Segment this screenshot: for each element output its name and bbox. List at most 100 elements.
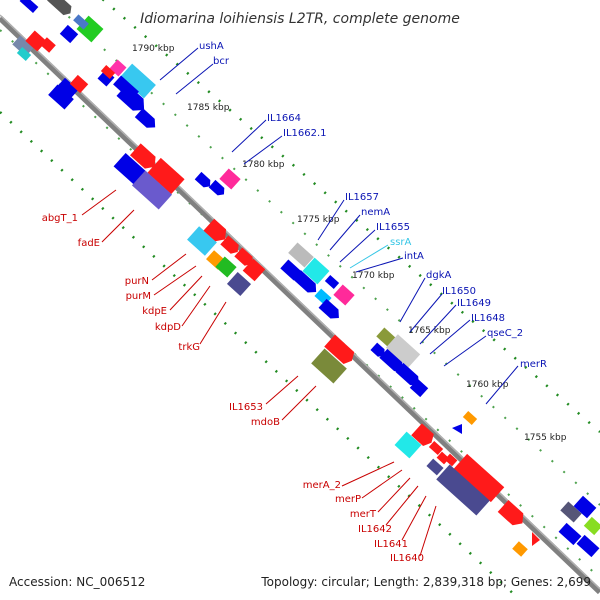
gene-fwd[interactable] <box>219 168 241 190</box>
gene-label-IL1653[interactable]: IL1653 <box>229 402 263 413</box>
gene-label-merA_2[interactable]: merA_2 <box>303 480 341 491</box>
gene-rev[interactable] <box>113 152 147 186</box>
gene-rev[interactable] <box>428 441 444 455</box>
gene-label-qseC_2[interactable]: qseC_2 <box>487 328 523 339</box>
gene-label-IL1657[interactable]: IL1657 <box>345 192 379 203</box>
gene-fwd[interactable] <box>409 378 429 398</box>
gene-fwd[interactable] <box>55 77 79 101</box>
gene-rev[interactable] <box>129 143 160 172</box>
gene-fwd[interactable] <box>560 501 582 523</box>
gene-fwd[interactable] <box>370 342 387 360</box>
tick-1780: 1780 kbp <box>242 160 285 170</box>
gene-rev[interactable] <box>40 37 56 53</box>
gene-fwd[interactable] <box>452 424 462 434</box>
gene-fwd[interactable] <box>288 242 314 268</box>
gene-label-IL1649[interactable]: IL1649 <box>457 298 491 309</box>
gene-fwd[interactable] <box>19 0 39 13</box>
gene-fwd[interactable] <box>73 14 89 30</box>
gene-rev[interactable] <box>203 218 230 246</box>
reverse-gene-labels: abgT_1 fadE purN purM kdpE kdpD trkG IL1… <box>42 213 424 564</box>
gene-fwd[interactable] <box>324 275 340 289</box>
gene-fwd[interactable] <box>558 522 582 546</box>
gene-rev[interactable] <box>453 453 505 503</box>
gene-label-IL1641[interactable]: IL1641 <box>374 539 408 550</box>
gene-label-purN[interactable]: purN <box>125 276 149 287</box>
gene-rev[interactable] <box>426 458 444 476</box>
gene-rev[interactable] <box>100 65 116 79</box>
gene-label-mdoB[interactable]: mdoB <box>251 417 280 428</box>
gene-label-IL1655[interactable]: IL1655 <box>376 222 410 233</box>
tick-1760: 1760 kbp <box>466 380 509 390</box>
gene-fwd[interactable] <box>292 270 320 296</box>
gene-label-IL1650[interactable]: IL1650 <box>442 286 476 297</box>
gene-fwd[interactable] <box>208 179 228 198</box>
gene-label-abgT_1[interactable]: abgT_1 <box>42 213 78 224</box>
gene-label-kdpD[interactable]: kdpD <box>155 322 181 333</box>
gene-fwd[interactable] <box>16 47 32 61</box>
gene-rev[interactable] <box>234 247 255 269</box>
gene-rev[interactable] <box>436 451 450 465</box>
gene-rev[interactable] <box>324 334 357 367</box>
gene-rev[interactable] <box>444 453 458 467</box>
gene-rev[interactable] <box>187 226 217 256</box>
gene-fwd[interactable] <box>194 171 214 190</box>
gene-fwd[interactable] <box>48 84 74 110</box>
gene-label-merP[interactable]: merP <box>335 494 361 505</box>
gene-label-bcr[interactable]: bcr <box>213 56 230 67</box>
gene-rev[interactable] <box>226 272 252 296</box>
tick-1770: 1770 kbp <box>352 271 395 281</box>
gene-label-IL1664[interactable]: IL1664 <box>267 113 301 124</box>
backbone-highlight <box>0 14 600 590</box>
gene-label-purM[interactable]: purM <box>126 291 151 302</box>
gene-label-fadE[interactable]: fadE <box>78 238 100 249</box>
ssrA-leader <box>349 244 389 269</box>
gene-rev[interactable] <box>147 157 185 195</box>
gene-fwd[interactable] <box>583 516 600 536</box>
gene-fwd[interactable] <box>333 284 355 306</box>
gene-fwd[interactable] <box>379 348 406 375</box>
gene-rev[interactable] <box>242 258 266 282</box>
gene-rev[interactable] <box>131 170 173 210</box>
gene-label-merR[interactable]: merR <box>520 359 547 370</box>
gene-label-IL1640[interactable]: IL1640 <box>390 553 424 564</box>
map-title: Idiomarina loihiensis L2TR, complete gen… <box>140 11 460 27</box>
gene-rev[interactable] <box>25 30 47 52</box>
gene-rev[interactable] <box>497 500 528 529</box>
gene-label-trkG[interactable]: trkG <box>178 342 200 353</box>
forward-leaders <box>159 47 519 405</box>
gene-fwd[interactable] <box>47 0 74 18</box>
gene-fwd[interactable] <box>462 411 478 425</box>
gene-fwd[interactable] <box>12 35 34 57</box>
gene-label-IL1642[interactable]: IL1642 <box>358 524 392 535</box>
gene-label-IL1662.1[interactable]: IL1662.1 <box>283 128 327 139</box>
gene-rev[interactable] <box>311 348 347 384</box>
gene-rev[interactable] <box>512 541 528 557</box>
forward-gene-labels: ushA bcr IL1664 IL1662.1 IL1657 nemA IL1… <box>199 41 547 370</box>
gene-fwd[interactable] <box>573 495 597 519</box>
gene-rev[interactable] <box>394 431 422 459</box>
gene-fwd[interactable] <box>318 298 343 323</box>
tick-1755: 1755 kbp <box>524 433 567 443</box>
gene-label-intA[interactable]: intA <box>404 251 424 262</box>
gene-fwd[interactable] <box>116 84 149 116</box>
gene-rev[interactable] <box>69 74 89 94</box>
gene-label-dgkA[interactable]: dgkA <box>426 270 451 281</box>
gene-fwd[interactable] <box>395 362 422 389</box>
gene-rev[interactable] <box>532 532 540 546</box>
gene-fwd[interactable] <box>134 108 159 132</box>
gene-label-merT[interactable]: merT <box>350 509 377 520</box>
gene-rev[interactable] <box>411 423 437 448</box>
gene-rev[interactable] <box>220 235 241 257</box>
gene-rev[interactable] <box>215 256 237 278</box>
gene-fwd[interactable] <box>385 334 421 368</box>
gene-rev[interactable] <box>436 464 490 516</box>
gene-label-kdpE[interactable]: kdpE <box>142 306 167 317</box>
gene-label-IL1648[interactable]: IL1648 <box>471 313 505 324</box>
gene-label-ssrA[interactable]: ssrA <box>390 237 412 248</box>
gene-fwd[interactable] <box>59 24 79 44</box>
gene-label-ushA[interactable]: ushA <box>199 41 224 52</box>
gene-label-nemA[interactable]: nemA <box>361 207 390 218</box>
gene-fwd[interactable] <box>576 534 600 558</box>
gene-fwd[interactable] <box>302 257 330 285</box>
gene-fwd[interactable] <box>120 63 156 99</box>
